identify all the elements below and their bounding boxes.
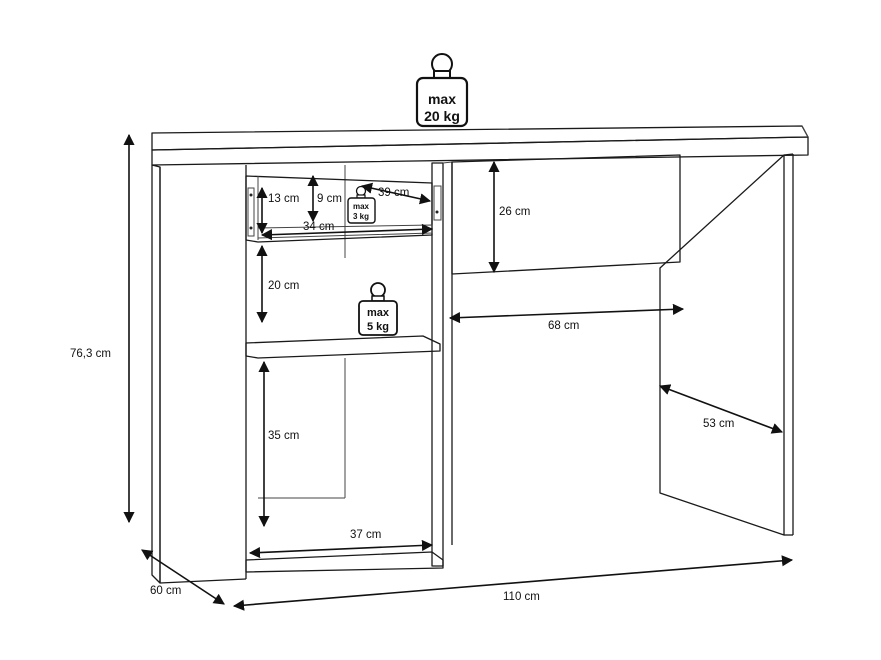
left-side-panel <box>151 164 161 584</box>
weight-max-20kg-icon: max 20 kg <box>415 53 469 128</box>
svg-text:5 kg: 5 kg <box>367 321 389 333</box>
label-knee-space-width: 68 cm <box>548 320 579 332</box>
label-depth-total: 60 cm <box>150 585 181 597</box>
label-drawer-height-inner: 9 cm <box>317 193 342 205</box>
label-lower-compartment-width: 37 cm <box>350 529 381 541</box>
svg-text:max: max <box>367 307 390 319</box>
label-drawer-width: 34 cm <box>303 221 334 233</box>
desk-illustration <box>151 125 809 584</box>
label-knee-space-depth: 53 cm <box>703 418 734 430</box>
dimension-lines <box>123 133 794 611</box>
cabinet-shelf <box>245 335 441 359</box>
cabinet-right-panel <box>431 162 444 567</box>
desktop-top-surface <box>151 125 809 151</box>
label-drawer-depth: 39 cm <box>378 187 409 199</box>
label-upper-shelf-height: 20 cm <box>268 280 299 292</box>
weight-max-5kg-icon: max 5 kg <box>358 282 398 336</box>
cabinet-bottom-board <box>245 551 444 573</box>
label-height-total: 76,3 cm <box>70 348 111 360</box>
svg-text:max: max <box>353 202 370 211</box>
desktop-front-edge <box>151 136 809 166</box>
label-width-total: 110 cm <box>503 591 540 603</box>
weight-max-3kg-icon: max 3 kg <box>347 185 376 224</box>
svg-text:3 kg: 3 kg <box>353 212 369 221</box>
svg-text:max: max <box>428 91 456 107</box>
label-apron-height: 26 cm <box>499 206 530 218</box>
apron-panel <box>451 154 681 275</box>
svg-text:20 kg: 20 kg <box>424 108 460 124</box>
label-drawer-height-outer: 13 cm <box>268 193 299 205</box>
label-lower-compartment-height: 35 cm <box>268 430 299 442</box>
dimension-labels: 76,3 cm 60 cm 110 cm 13 cm 9 cm 39 cm 34… <box>70 187 734 603</box>
right-side-panel <box>659 154 785 536</box>
